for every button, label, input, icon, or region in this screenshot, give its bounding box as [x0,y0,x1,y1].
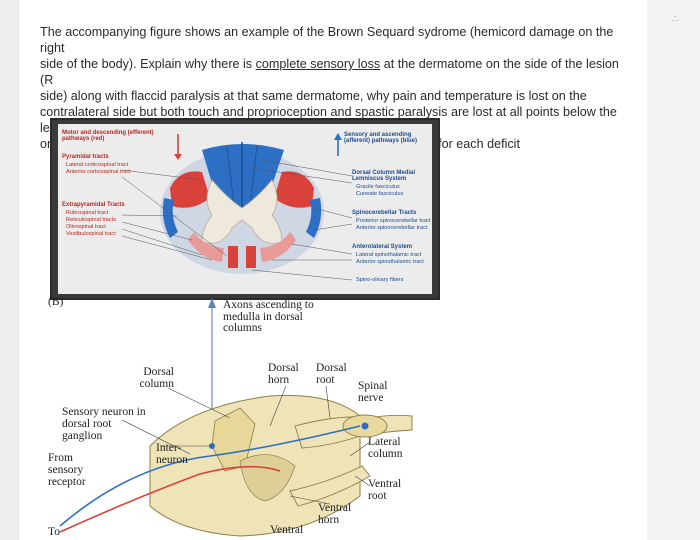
leader-line [121,221,193,241]
anterolateral-item: Anterior spinothalamic tract [356,259,424,265]
dorsal-root-label: Dorsal root [316,362,347,386]
sensory-pathways-heading: Sensory and ascending (afferent) pathway… [344,132,418,145]
dorsal-column-label: Dorsal column [139,366,175,390]
leader-line [121,176,228,257]
arrow-head-up-icon [334,133,342,140]
leader-line [313,223,353,231]
sensory-neuron-label: Sensory neuron in dorsal root ganglion [62,406,146,442]
septum-line [249,145,258,206]
extrapyramidal-item: Rubrospinal tract [66,210,109,216]
pointer-line [325,385,331,419]
axon-arrow-up-icon [208,298,216,308]
left-leader-lines [121,169,228,261]
leader-line [251,167,353,184]
leader-line [291,243,353,255]
dorsal-column-item: Cuneate fasciculus [356,191,404,197]
interneuron-label: Inter- neuron [156,442,188,466]
leader-line [121,214,178,217]
septum-line [226,145,235,206]
spinal-cord-segment-figure: (B) Axons ascending to medulla in dorsal… [40,296,460,540]
spinal-nerve-label: Spinal nerve [358,380,388,404]
left-lateral-corticospinal-tract [170,171,210,208]
leader-line [313,207,353,219]
from-receptor-label: From sensory receptor [48,452,86,488]
right-ventral-tracts [260,232,296,262]
spinocerebellar-heading: Spinocerebellar Tracts [352,210,417,216]
arrow-head-down-icon [174,154,182,160]
cross-section-drawing [58,124,432,294]
extrapyramidal-item: Olivospinal tract [66,224,106,230]
sensory-neuron-soma [361,422,369,430]
leader-line [121,235,213,261]
extrapyramidal-heading: Extrapyramidal Tracts [62,202,125,208]
pyramidal-item: Lateral corticospinal tract [66,162,129,168]
pointer-line [354,475,371,487]
to-label: To [48,526,60,538]
pyramidal-heading: Pyramidal tracts [62,154,109,160]
anterolateral-item: Lateral spinothalamic tract [356,252,422,258]
pyramidal-item: Anterior corticospinal tract [66,169,131,175]
anterolateral-heading: Anterolateral System [352,244,413,250]
left-spinocerebellar-tract [162,198,178,238]
right-lateral-corticospinal-tract [274,171,314,208]
leader-line [261,159,353,177]
ventral-bottom-label: Ventral [270,524,304,536]
underlined-phrase: complete sensory loss [255,57,381,71]
pointer-line [167,387,231,419]
corner-mark: ∴ [672,14,679,25]
right-spinocerebellar-tract [306,198,322,238]
leader-line [251,269,353,281]
pointer-line [269,385,287,427]
axons-ascending-label: Axons ascending to medulla in dorsal col… [223,299,314,334]
pointer-lines [121,385,371,505]
pointer-line [349,441,371,457]
dorsal-horn-label: Dorsal horn [268,362,299,386]
dorsal-column-heading: Dorsal Column Medial Lemniscus System [352,170,416,183]
pointer-line [289,495,331,505]
left-ventral-tracts [188,232,224,262]
leader-line [121,169,203,181]
segment-drawing [59,298,413,537]
ventral-root-label: Ventral root [368,478,402,502]
anterior-corticospinal-left [228,246,238,268]
motor-pathways-heading: Motor and descending (efferent) pathways… [62,130,154,143]
sensory-fiber [59,425,361,527]
question-line-3: side) along with flaccid paralysis at th… [40,89,587,103]
motor-fiber [59,465,281,533]
question-line-2: side of the body). Explain why there is … [40,56,632,88]
dorsal-column-item: Gracile fasciculus [356,184,400,190]
spino-olivary-label: Spino-olivary fibers [356,277,404,283]
question-line-2-end: at the dermatome on the side of the lesi… [40,57,619,87]
anterior-corticospinal-right [246,246,256,268]
question-line-1: The accompanying figure shows an example… [40,25,614,55]
spinocerebellar-item: Posterior spinocerebellar tract [356,218,431,224]
extrapyramidal-item: Reticulospinal tracts [66,217,117,223]
spinocerebellar-item: Anterior spinocerebellar tract [356,225,428,231]
spinal-cord-cross-section-figure: Motor and descending (efferent) pathways… [50,118,440,300]
extrapyramidal-item: Vestibulospinal tract [66,231,116,237]
right-margin [647,0,700,540]
lateral-column-label: Lateral column [368,436,403,460]
leader-line [121,228,203,256]
ventral-horn-label: Ventral horn [318,502,352,526]
pointer-line [121,419,191,455]
question-line-2-start: side of the body). Explain why there is [40,57,256,71]
panel-b-label: (B) [48,296,64,308]
right-leader-lines [251,159,353,281]
